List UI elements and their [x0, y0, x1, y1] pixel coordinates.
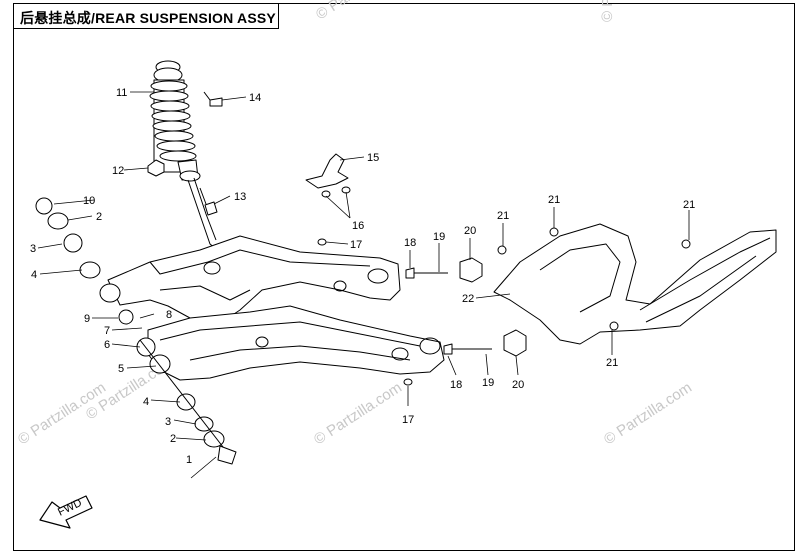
callout-21b: 21: [548, 194, 560, 206]
shock-absorber: [149, 60, 221, 253]
callout-7: 7: [104, 325, 110, 337]
callout-4: 4: [143, 396, 149, 408]
callout-12: 12: [112, 165, 124, 177]
callout-labels: 1 2 3 4 5 6 7 8 9 10 2 3 4 11 12 13 14 1…: [30, 87, 695, 466]
bolt-14: [203, 91, 223, 107]
watermark: © Partzilla.com: [601, 379, 695, 448]
callout-2b: 2: [96, 211, 102, 223]
callout-14: 14: [249, 92, 261, 104]
callout-17: 17: [350, 239, 362, 251]
callout-20b: 20: [512, 379, 524, 391]
callout-3: 3: [165, 416, 171, 428]
callout-19: 19: [433, 231, 445, 243]
watermark: © Partzilla.com: [313, 0, 407, 23]
fwd-arrow: [39, 495, 93, 529]
callout-21d: 21: [606, 357, 618, 369]
callout-13: 13: [234, 191, 246, 203]
watermark-corner: © Pa: [599, 0, 616, 22]
callout-20: 20: [464, 225, 476, 237]
nut-12: [147, 159, 165, 177]
callout-18: 18: [404, 237, 416, 249]
callout-6: 6: [104, 339, 110, 351]
bolt-13: [199, 187, 218, 216]
callout-21a: 21: [497, 210, 509, 222]
callout-4b: 4: [31, 269, 37, 281]
title-box: 后悬挂总成/REAR SUSPENSION ASSY: [13, 3, 279, 29]
callout-9: 9: [84, 313, 90, 325]
callout-11: 11: [116, 87, 127, 99]
callout-16: 16: [352, 220, 364, 232]
bracket-15: [305, 153, 351, 198]
page-title: 后悬挂总成/REAR SUSPENSION ASSY: [20, 10, 276, 26]
parts: [35, 60, 777, 529]
callout-5: 5: [118, 363, 124, 375]
fender-22: [493, 223, 777, 345]
bushings-left: [35, 197, 237, 465]
diagram-frame: [13, 3, 795, 551]
lower-swingarm: [147, 305, 445, 381]
callout-15: 15: [367, 152, 379, 164]
callout-22: 22: [462, 293, 474, 305]
callout-3b: 3: [30, 243, 36, 255]
callout-17b: 17: [402, 414, 414, 426]
watermark: © Partzilla.com: [311, 379, 405, 448]
callout-1: 1: [186, 454, 192, 466]
callout-2: 2: [170, 433, 176, 445]
callout-18b: 18: [450, 379, 462, 391]
callout-10: 10: [83, 195, 95, 207]
callout-8: 8: [166, 309, 172, 321]
upper-swingarm: [107, 235, 401, 331]
callout-21c: 21: [683, 199, 695, 211]
callout-19b: 19: [482, 377, 494, 389]
bolts-right: [317, 227, 691, 386]
leader-lines: [37, 91, 690, 479]
